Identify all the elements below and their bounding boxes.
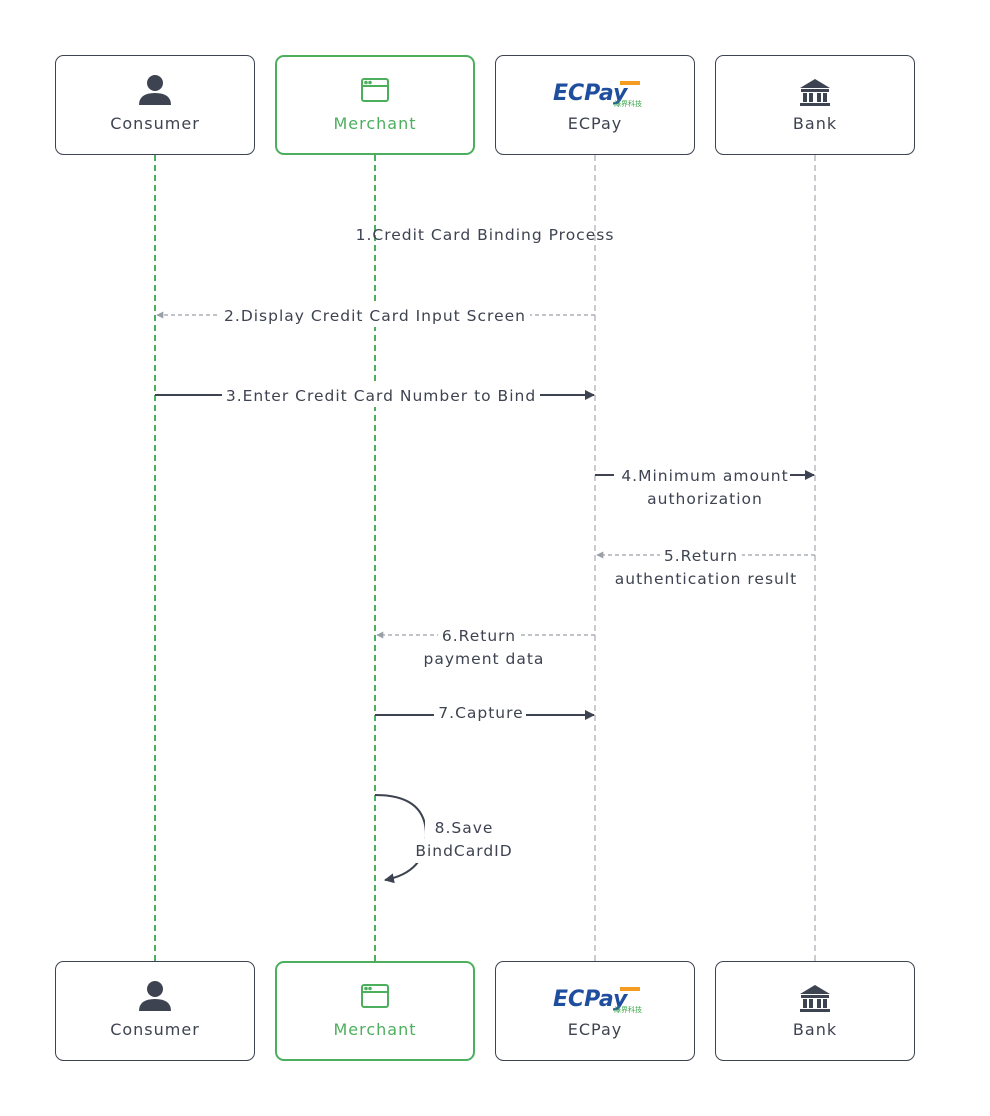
message-label: 3.Enter Credit Card Number to Bind [226, 387, 536, 405]
message-label: authorization [647, 490, 763, 508]
actor-merchant-bottom: Merchant [275, 961, 475, 1061]
message-label: payment data [424, 650, 545, 668]
message-6: 6.Return payment data [376, 623, 595, 668]
bank-icon [800, 79, 830, 106]
actor-label: Consumer [110, 1020, 200, 1039]
actor-bank-bottom: Bank [715, 961, 915, 1061]
actor-bank-top: Bank [715, 55, 915, 155]
svg-text:綠界科技: 綠界科技 [614, 99, 642, 108]
actor-consumer-bottom: Consumer [55, 961, 255, 1061]
actor-merchant-top: Merchant [275, 55, 475, 155]
person-icon [139, 75, 171, 105]
message-label: 7.Capture [438, 704, 523, 722]
browser-window-icon [361, 78, 389, 102]
message-label: 4.Minimum amount [621, 467, 788, 485]
actor-ecpay-bottom: ECPay 綠界科技 ECPay [495, 961, 695, 1061]
message-5: 5.Return authentication result [596, 543, 815, 588]
svg-text:綠界科技: 綠界科技 [614, 1005, 642, 1014]
message-label: BindCardID [415, 842, 512, 860]
actor-label: ECPay [568, 114, 622, 133]
message-3: 3.Enter Credit Card Number to Bind [155, 383, 595, 407]
actor-consumer-top: Consumer [55, 55, 255, 155]
message-8: 8.Save BindCardID [374, 794, 518, 884]
svg-text:ECPay: ECPay [553, 81, 629, 106]
actor-label: Consumer [110, 114, 200, 133]
svg-text:ECPay: ECPay [553, 987, 629, 1012]
message-label: 8.Save [435, 819, 494, 837]
actor-label: Merchant [333, 1020, 416, 1039]
browser-window-icon [361, 984, 389, 1008]
message-label: 5.Return [664, 547, 738, 565]
actor-label: ECPay [568, 1020, 622, 1039]
message-7: 7.Capture [375, 703, 595, 727]
person-icon [139, 981, 171, 1011]
lifelines [154, 155, 816, 962]
actor-label: Bank [793, 114, 837, 133]
message-1: 1.Credit Card Binding Process [356, 226, 615, 244]
message-label: authentication result [615, 570, 797, 588]
message-2: 2.Display Credit Card Input Screen [156, 303, 595, 327]
message-label: 1.Credit Card Binding Process [356, 226, 615, 244]
message-label: 6.Return [442, 627, 516, 645]
actor-ecpay-top: ECPay 綠界科技 ECPay [495, 55, 695, 155]
bank-icon [800, 985, 830, 1012]
ecpay-logo: ECPay 綠界科技 [553, 81, 642, 108]
actor-label: Merchant [333, 114, 416, 133]
ecpay-logo: ECPay 綠界科技 [553, 987, 642, 1014]
message-4: 4.Minimum amount authorization [595, 463, 815, 508]
message-label: 2.Display Credit Card Input Screen [224, 307, 526, 325]
actor-label: Bank [793, 1020, 837, 1039]
